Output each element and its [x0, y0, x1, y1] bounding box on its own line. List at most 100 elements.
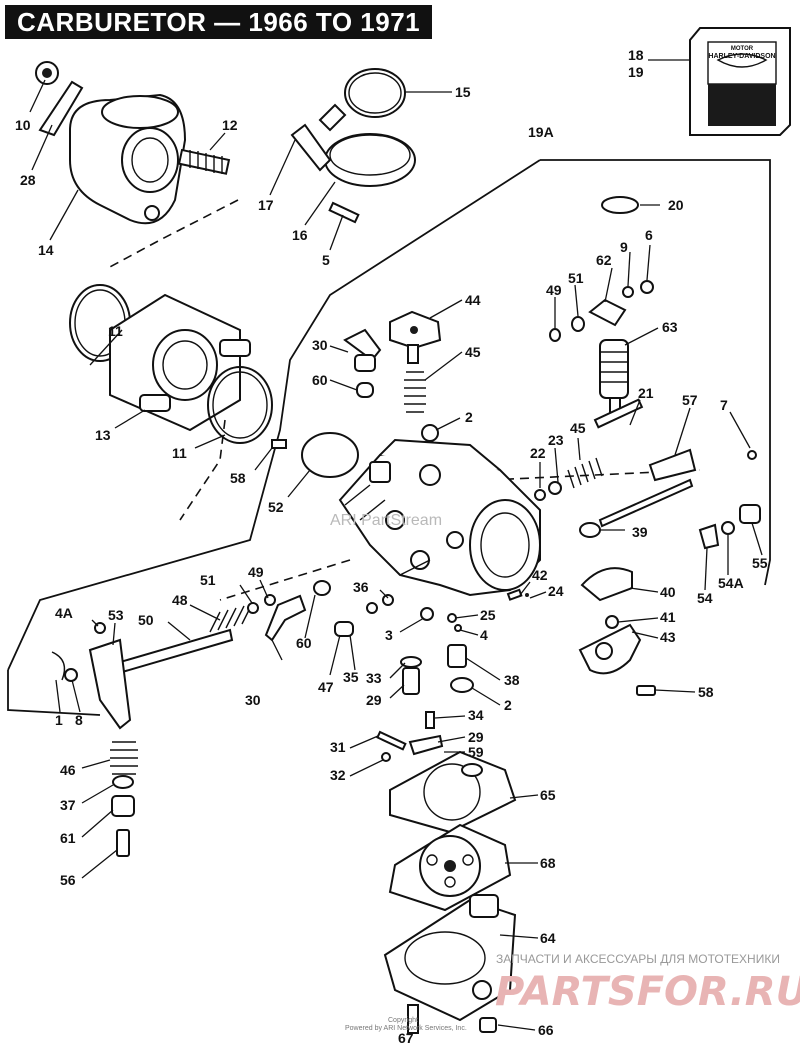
callout-2-top: 2	[465, 409, 473, 425]
callout-38: 38	[504, 672, 520, 688]
callout-62: 62	[596, 252, 612, 268]
callout-35: 35	[343, 669, 359, 685]
callout-8: 8	[75, 712, 83, 728]
leader-lines	[29, 59, 763, 1031]
callout-33: 33	[366, 670, 382, 686]
callout-53: 53	[108, 607, 124, 623]
gasket-52	[301, 432, 359, 478]
callout-54: 54	[697, 590, 713, 606]
callout-28: 28	[20, 172, 36, 188]
callout-25: 25	[480, 607, 496, 623]
callout-11-left: 11	[108, 323, 123, 339]
callout-23: 23	[548, 432, 564, 448]
upper-small-parts	[343, 196, 654, 442]
callout-9: 9	[620, 239, 628, 255]
carton-brand-text: HARLEY-DAVIDSON	[708, 53, 775, 60]
pump-diaphragm-stack	[383, 750, 517, 1034]
gasket-kit-carton: HARLEY-DAVIDSON MOTOR	[689, 27, 791, 136]
callout-21: 21	[638, 385, 654, 401]
callout-16: 16	[292, 227, 308, 243]
carburetor-body	[338, 438, 541, 597]
assembly-boundary-lines	[7, 159, 771, 716]
callout-58-upper: 58	[230, 470, 246, 486]
copyright-line-a: Copyright	[388, 1017, 418, 1024]
callout-59: 59	[468, 744, 484, 760]
callout-64: 64	[540, 930, 556, 946]
callout-54a: 54A	[718, 575, 744, 591]
callout-65: 65	[540, 787, 556, 803]
callout-1: 1	[55, 712, 63, 728]
callout-50: 50	[138, 612, 154, 628]
jets-and-screws	[264, 580, 474, 762]
callout-47: 47	[318, 679, 334, 695]
screw-58-upper	[271, 439, 287, 449]
callout-39: 39	[632, 524, 648, 540]
callout-3: 3	[385, 627, 393, 643]
callout-7: 7	[720, 397, 728, 413]
callout-17: 17	[258, 197, 274, 213]
callout-49-top: 49	[546, 282, 562, 298]
callout-51-mid: 51	[200, 572, 216, 588]
callout-40: 40	[660, 584, 676, 600]
callout-24: 24	[548, 583, 564, 599]
throttle-shaft-parts	[506, 398, 761, 696]
carton-sub-text: MOTOR	[731, 46, 754, 52]
callout-34: 34	[468, 707, 484, 723]
callout-67: 67	[398, 1030, 414, 1046]
callout-45-mid: 45	[570, 420, 586, 436]
callout-36: 36	[353, 579, 369, 595]
callout-60-mid: 60	[296, 635, 312, 651]
callout-20: 20	[668, 197, 684, 213]
callout-44: 44	[465, 292, 481, 308]
callout-30-top: 30	[312, 337, 328, 353]
callout-15: 15	[455, 84, 471, 100]
callout-6: 6	[645, 227, 653, 243]
callout-41: 41	[660, 609, 676, 625]
callout-13: 13	[95, 427, 111, 443]
callout-2-mid: 2	[504, 697, 512, 713]
callout-37: 37	[60, 797, 76, 813]
choke-lever-parts	[51, 594, 276, 857]
callout-30-mid: 30	[245, 692, 261, 708]
air-cleaner-oring-and-clamp	[290, 68, 416, 224]
callout-42: 42	[532, 567, 548, 583]
callout-19: 19	[628, 64, 644, 80]
callout-19a: 19A	[528, 124, 554, 140]
callout-52: 52	[268, 499, 284, 515]
callout-63: 63	[662, 319, 678, 335]
callout-29-left: 29	[366, 692, 382, 708]
ru-watermark-line: ЗАПЧАСТИ И АКСЕССУАРЫ ДЛЯ МОТОТЕХНИКИ	[496, 952, 780, 966]
intake-adapter-block	[69, 284, 273, 444]
copyright-line-b: Powered by ARI Network Services, Inc.	[345, 1025, 467, 1032]
callout-4: 4	[480, 627, 488, 643]
callout-29-right: 29	[468, 729, 484, 745]
callout-45-top: 45	[465, 344, 481, 360]
callout-48: 48	[172, 592, 188, 608]
callout-22: 22	[530, 445, 546, 461]
callout-55: 55	[752, 555, 768, 571]
callout-46: 46	[60, 762, 76, 778]
callout-43: 43	[660, 629, 676, 645]
callout-31: 31	[330, 739, 346, 755]
callout-labels: 10 28 14 12 15 17 16 5 18 19 19A 20 6 9 …	[15, 47, 768, 1046]
callout-5: 5	[322, 252, 330, 268]
callout-10: 10	[15, 117, 31, 133]
callout-51-top: 51	[568, 270, 584, 286]
intake-manifold	[35, 61, 231, 225]
callout-57: 57	[682, 392, 698, 408]
callout-56: 56	[60, 872, 76, 888]
callout-18: 18	[628, 47, 644, 63]
ru-brand-watermark: PARTSFOR.RU	[495, 969, 800, 1015]
callout-68: 68	[540, 855, 556, 871]
callout-66: 66	[538, 1022, 554, 1038]
callout-32: 32	[330, 767, 346, 783]
callout-49-mid: 49	[248, 564, 264, 580]
callout-58-lower: 58	[698, 684, 714, 700]
callout-60-top: 60	[312, 372, 328, 388]
callout-12: 12	[222, 117, 238, 133]
callout-14: 14	[38, 242, 54, 258]
callout-11-right: 11	[172, 445, 187, 461]
callout-4a: 4A	[55, 605, 73, 621]
center-watermark: ARI PartStream	[330, 512, 442, 529]
